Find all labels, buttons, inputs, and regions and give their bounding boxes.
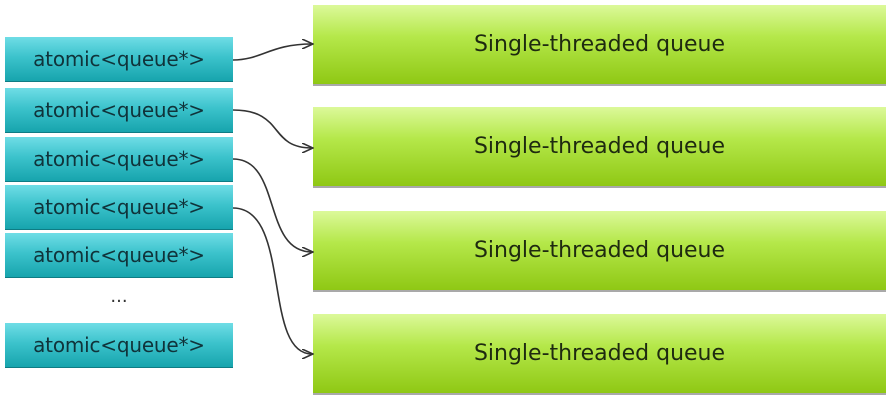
pointer-cell: atomic<queue*> <box>5 137 233 182</box>
queue-label: Single-threaded queue <box>473 134 726 159</box>
queue-box: Single-threaded queue <box>313 211 886 292</box>
queue-box: Single-threaded queue <box>313 5 886 86</box>
pointer-cell: atomic<queue*> <box>5 185 233 230</box>
connector-arrow <box>232 44 312 61</box>
connector-arrow <box>232 158 312 252</box>
queue-label: Single-threaded queue <box>473 238 726 263</box>
pointer-cell: atomic<queue*> <box>5 88 233 133</box>
connector-arrow <box>232 109 312 148</box>
queue-box: Single-threaded queue <box>313 314 886 395</box>
pointer-label: atomic<queue*> <box>33 147 205 171</box>
pointer-label: atomic<queue*> <box>33 98 205 122</box>
pointer-cell: atomic<queue*> <box>5 233 233 278</box>
pointer-label: atomic<queue*> <box>33 243 205 267</box>
pointer-label: atomic<queue*> <box>33 195 205 219</box>
queue-box: Single-threaded queue <box>313 107 886 188</box>
queue-label: Single-threaded queue <box>473 32 726 57</box>
pointer-label: atomic<queue*> <box>33 47 205 71</box>
pointer-cell: atomic<queue*> <box>5 37 233 82</box>
connector-arrow <box>232 207 312 354</box>
ellipsis-label: ... <box>110 286 128 307</box>
queue-label: Single-threaded queue <box>473 341 726 366</box>
pointer-cell: atomic<queue*> <box>5 323 233 368</box>
pointer-label: atomic<queue*> <box>33 333 205 357</box>
